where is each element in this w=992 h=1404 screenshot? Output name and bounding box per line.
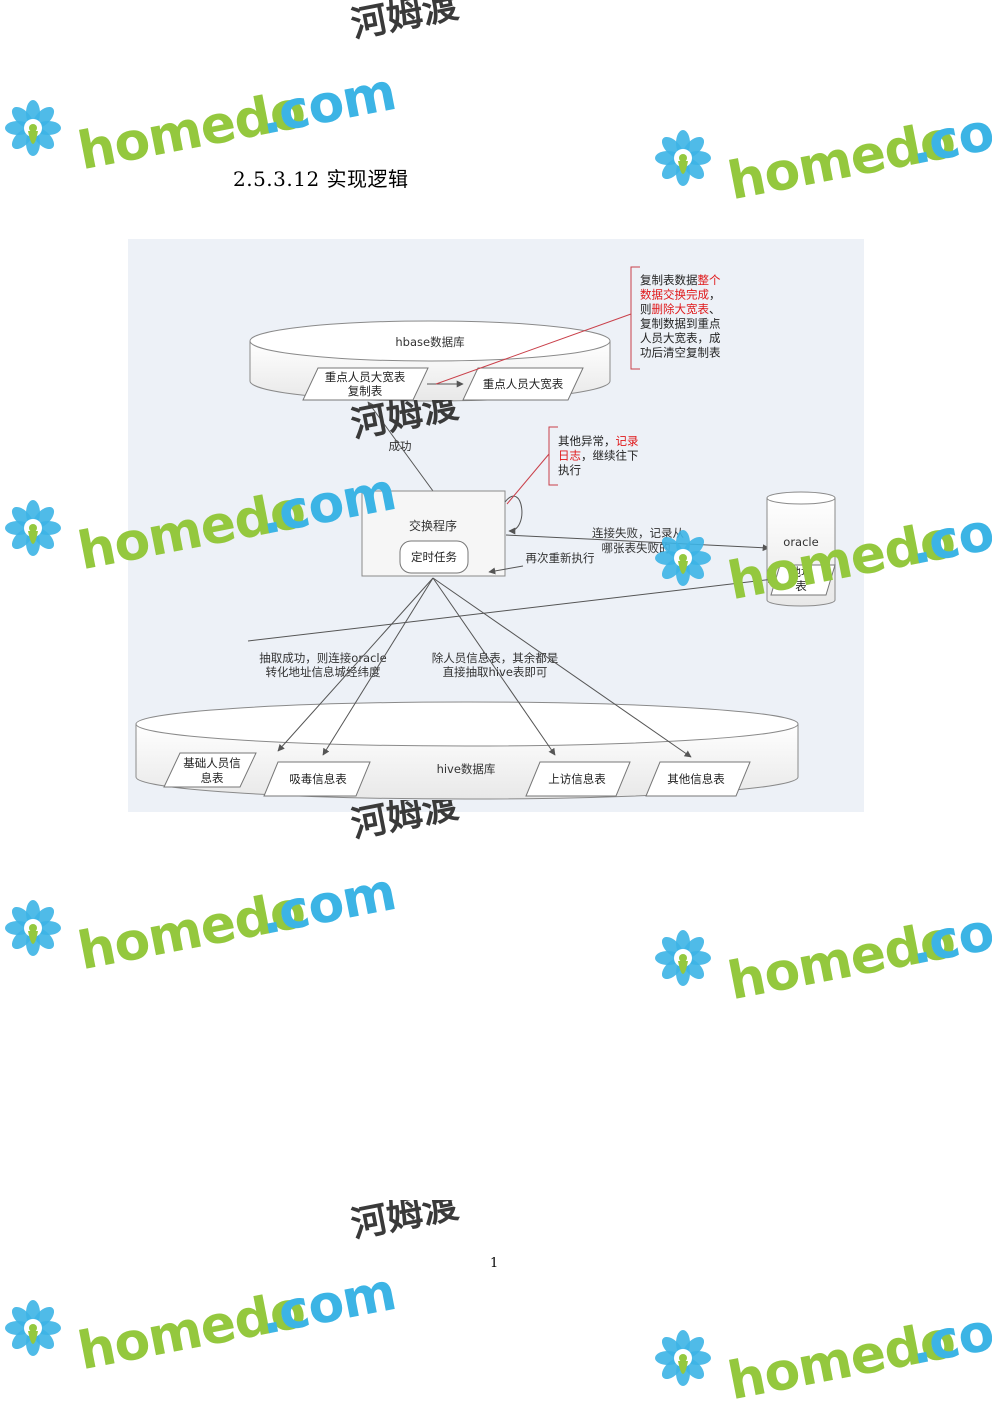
svg-text:上访信息表: 上访信息表 [548, 772, 606, 786]
svg-text:重点人员大宽表: 重点人员大宽表 [483, 377, 564, 391]
flower-icon [655, 930, 711, 986]
conn-fail-arrow [505, 534, 770, 552]
scheduled-task-label: 定时任务 [411, 550, 457, 564]
section-heading: 2.5.3.12 实现逻辑 [233, 167, 409, 191]
architecture-diagram: hbase数据库 重点人员大宽表 复制表 重点人员大宽表 复制表数据整个数据交换… [128, 239, 864, 812]
basic-to-oracle-arrow [247, 576, 775, 642]
svg-text:哪张表失败的: 哪张表失败的 [602, 541, 671, 555]
to-drug-arrow [322, 577, 434, 756]
hbase-wide-table: 重点人员大宽表 [462, 367, 584, 401]
note-mid-text: 其他异常，记录日志，继续往下执行 [558, 434, 639, 477]
to-basic-arrow [277, 577, 434, 752]
svg-text:.com: .com [905, 492, 992, 577]
svg-text:.com: .com [255, 862, 400, 947]
exchange-program: 交换程序 定时任务 [361, 490, 506, 577]
svg-text:.com: .com [905, 92, 992, 177]
svg-text:吸毒信息表: 吸毒信息表 [289, 772, 347, 786]
svg-text:.com: .com [255, 62, 400, 147]
homedo-watermark: homedo .com 河姆渡 [0, 0, 480, 182]
flower-icon [5, 1300, 61, 1356]
homedo-watermark: homedo .com 河姆渡 [650, 830, 992, 1012]
page-number: 1 [490, 1256, 499, 1271]
hbase-copy-table: 重点人员大宽表 复制表 [302, 367, 429, 401]
svg-text:息表: 息表 [201, 771, 224, 785]
svg-text:河姆渡: 河姆渡 [348, 1200, 462, 1246]
flower-icon [5, 500, 61, 556]
hive-table-other: 其他信息表 [645, 761, 751, 797]
svg-text:.com: .com [905, 1292, 992, 1377]
svg-text:.com: .com [905, 892, 992, 977]
diagram-svg: hbase数据库 重点人员大宽表 复制表 重点人员大宽表 复制表数据整个数据交换… [135, 266, 836, 800]
homedo-watermark: homedo .com 河姆渡 [0, 785, 480, 982]
svg-text:.com: .com [255, 1262, 400, 1347]
exchange-program-label: 交换程序 [409, 518, 457, 533]
flower-icon [5, 100, 61, 156]
note-mid-connector [506, 453, 550, 505]
flower-icon [655, 130, 711, 186]
retry-label: 再次重新执行 [526, 551, 595, 565]
hbase-db-label: hbase数据库 [395, 335, 464, 349]
others-label: 除人员信息表，其余都是 [432, 651, 559, 665]
hive-table-drug: 吸毒信息表 [263, 761, 371, 797]
flower-icon [5, 900, 61, 956]
homedo-watermark: homedo .com 河姆渡 [0, 1185, 480, 1382]
retry-arrow [488, 565, 524, 575]
svg-text:homedo: homedo [73, 880, 309, 970]
svg-text:homedo: homedo [73, 80, 309, 170]
note-top: 复制表数据整个数据交换完成，则删除大宽表、复制数据到重点人员大宽表，成功后清空复… [630, 266, 721, 370]
svg-text:复制表: 复制表 [348, 384, 383, 398]
extract-ok-label: 抽取成功，则连接oracle [259, 651, 386, 665]
svg-text:转化地址信息城经纬度: 转化地址信息城经纬度 [266, 665, 381, 679]
svg-text:homedo: homedo [723, 910, 959, 1000]
note-top-text: 复制表数据整个数据交换完成，则删除大宽表、复制数据到重点人员大宽表，成功后清空复… [640, 273, 721, 360]
success-arrow [367, 401, 434, 492]
svg-text:homedo: homedo [723, 110, 959, 200]
to-other-arrow [432, 577, 692, 758]
success-label: 成功 [389, 439, 412, 453]
svg-text:基础人员信: 基础人员信 [183, 756, 241, 770]
to-petition-arrow [432, 577, 556, 756]
svg-text:homedo: homedo [73, 1280, 309, 1370]
address-table [770, 564, 836, 596]
homedo-watermark: homedo .com 河姆渡 [650, 30, 992, 212]
self-loop-arrow [504, 495, 523, 535]
hive-db-label: hive数据库 [437, 762, 496, 776]
scheduled-task [399, 540, 469, 574]
hive-table-petition: 上访信息表 [525, 761, 631, 797]
homedo-watermark: homedo .com 河姆渡 [650, 1230, 992, 1404]
hive-table-basic: 基础人员信 息表 [163, 752, 257, 788]
note-top-connector [435, 313, 632, 385]
svg-text:homedo: homedo [723, 1310, 959, 1400]
svg-text:重点人员大宽表: 重点人员大宽表 [325, 370, 406, 384]
svg-text:地址: 地址 [790, 565, 813, 579]
svg-text:其他信息表: 其他信息表 [667, 772, 725, 786]
svg-text:连接失败，记录从: 连接失败，记录从 [592, 526, 684, 540]
flower-icon [655, 1330, 711, 1386]
svg-text:河姆渡: 河姆渡 [348, 0, 462, 46]
oracle-database: oracle 地址 表 [766, 491, 836, 607]
oracle-label: oracle [783, 535, 818, 549]
svg-text:直接抽取hive表即可: 直接抽取hive表即可 [443, 665, 548, 679]
svg-text:表: 表 [795, 579, 807, 593]
note-mid: 其他异常，记录日志，继续往下执行 [548, 426, 639, 486]
